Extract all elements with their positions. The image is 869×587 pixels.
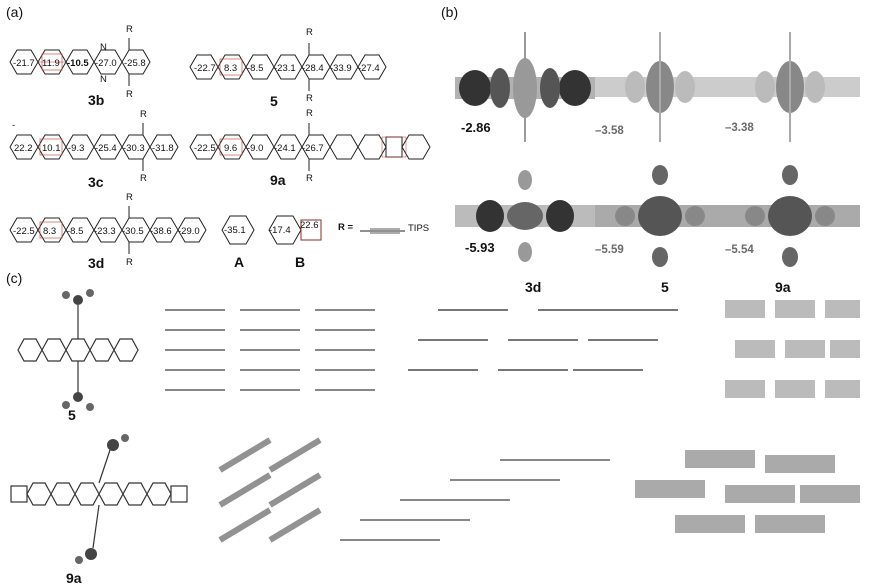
- structure-3c: [9, 123, 179, 171]
- packing-9a-c: [635, 450, 860, 533]
- nics-3d-5: -30.5: [122, 226, 144, 237]
- packing-9a-a: [218, 437, 322, 543]
- structure-3b: [9, 38, 151, 86]
- structure-3d: [9, 206, 207, 254]
- homo-3d-orbital: [455, 170, 595, 262]
- panel-a: -21.7 11.9 -10.5 -27.0 -25.8 N N R R 3b …: [0, 0, 440, 271]
- packing-9a-b: [340, 459, 610, 541]
- nics-B-1: -17.4: [269, 225, 291, 236]
- r-9a-top: R: [306, 108, 313, 119]
- panel-label-a: (a): [6, 4, 24, 20]
- nics-3d-6: -38.6: [150, 226, 172, 237]
- structure-9a: [189, 123, 431, 171]
- lumo-9a-orbital: [725, 32, 860, 142]
- homo-3d-energy: -5.93: [465, 240, 495, 255]
- ortep-5-label: 5: [68, 407, 76, 423]
- r-3c-bot: R: [140, 173, 147, 184]
- homo-5-orbital: [595, 165, 725, 267]
- r-3b-top: R: [126, 24, 133, 35]
- nics-3d-3: -8.5: [67, 226, 84, 237]
- nics-3c-3: -9.3: [68, 143, 85, 154]
- r-3c-top: R: [140, 109, 147, 120]
- ortep-9a-label: 9a: [66, 570, 82, 586]
- alkyne-linker: [360, 228, 405, 234]
- label-3c: 3c: [88, 174, 104, 190]
- orbital-col-9a: 9a: [775, 279, 791, 295]
- ortep-5: [17, 289, 139, 411]
- orbital-col-5: 5: [661, 279, 669, 295]
- lumo-3d-energy: -2.86: [461, 120, 491, 135]
- r-3b-bot: R: [126, 89, 133, 100]
- nics-3b-4: -27.0: [95, 58, 117, 69]
- panel-label-c: (c): [6, 270, 23, 286]
- orbital-col-3d: 3d: [525, 279, 542, 295]
- label-A: A: [234, 254, 245, 270]
- nics-9a-2: 9.6: [224, 143, 238, 154]
- ortep-9a: [10, 434, 188, 564]
- nics-B-2: 22.6: [300, 220, 319, 231]
- structure-B: [268, 215, 322, 245]
- nics-5-1: -22.7: [194, 63, 216, 74]
- r-3d-top: R: [126, 192, 133, 203]
- panel-b: -2.86 –3.58 –3.38 -5.93 –5.59 –5.54 3d 5…: [445, 22, 869, 295]
- homo-9a-energy: –5.54: [725, 244, 754, 256]
- homo-5-energy: –5.59: [595, 244, 624, 256]
- packing-5-c: [725, 300, 860, 398]
- panel-label-b: (b): [441, 4, 459, 20]
- nics-3c-4: -25.4: [95, 143, 117, 154]
- label-3d: 3d: [88, 255, 105, 271]
- nics-5-4: -23.1: [274, 63, 296, 74]
- lumo-5-orbital: [595, 32, 725, 142]
- homo-9a-orbital: [725, 165, 860, 267]
- nics-9a-5: -26.7: [302, 143, 324, 154]
- nics-3b-3: -10.5: [67, 58, 89, 69]
- nics-5-3: -8.5: [247, 63, 264, 74]
- nics-3d-7: -29.0: [178, 226, 200, 237]
- lumo-3d-orbital: [455, 32, 595, 142]
- r-3d-bot: R: [126, 257, 133, 268]
- label-B: B: [295, 254, 306, 270]
- label-3b: 3b: [88, 92, 105, 108]
- tips-label: TIPS: [408, 223, 430, 234]
- nics-9a-4: -24.1: [274, 143, 296, 154]
- nics-3d-2: 8.3: [43, 226, 57, 237]
- label-5: 5: [270, 93, 278, 109]
- nics-3c-5: -30.3: [123, 143, 145, 154]
- nics-A: -35.1: [224, 225, 246, 236]
- nics-3d-4: -23.3: [94, 226, 116, 237]
- nics-3c-2: 10.1: [42, 143, 61, 154]
- lumo-5-energy: –3.58: [595, 125, 624, 137]
- r-9a-bot: R: [306, 173, 313, 184]
- nics-3b-1: -21.7: [13, 58, 35, 69]
- dash-3c: -: [12, 120, 16, 131]
- nics-5-5: -28.4: [302, 63, 324, 74]
- nics-5-7: -27.4: [358, 63, 380, 74]
- structure-5: [189, 43, 387, 91]
- panel-c: 5: [0, 285, 869, 587]
- n-3b-bot: N: [100, 74, 107, 85]
- packing-5-a: [165, 309, 375, 391]
- r-definition-label: R =: [338, 222, 354, 233]
- structure-A: [221, 215, 255, 245]
- nics-5-6: -33.9: [330, 63, 352, 74]
- nics-3d-1: -22.5: [13, 226, 35, 237]
- nics-5-2: 8.3: [224, 63, 238, 74]
- nics-3b-2: 11.9: [42, 58, 60, 69]
- nics-3c-1: 22.2: [14, 143, 33, 154]
- nics-9a-3: -9.0: [247, 143, 264, 154]
- n-3b-top: N: [100, 42, 107, 53]
- lumo-9a-energy: –3.38: [725, 122, 754, 134]
- r-5-top: R: [306, 27, 313, 38]
- r-5-bot: R: [306, 93, 313, 104]
- nics-3c-6: -31.8: [152, 143, 174, 154]
- nics-3b-5: -25.8: [124, 58, 146, 69]
- label-9a: 9a: [270, 172, 286, 188]
- nics-9a-1: -22.5: [194, 143, 216, 154]
- packing-5-b: [408, 309, 678, 371]
